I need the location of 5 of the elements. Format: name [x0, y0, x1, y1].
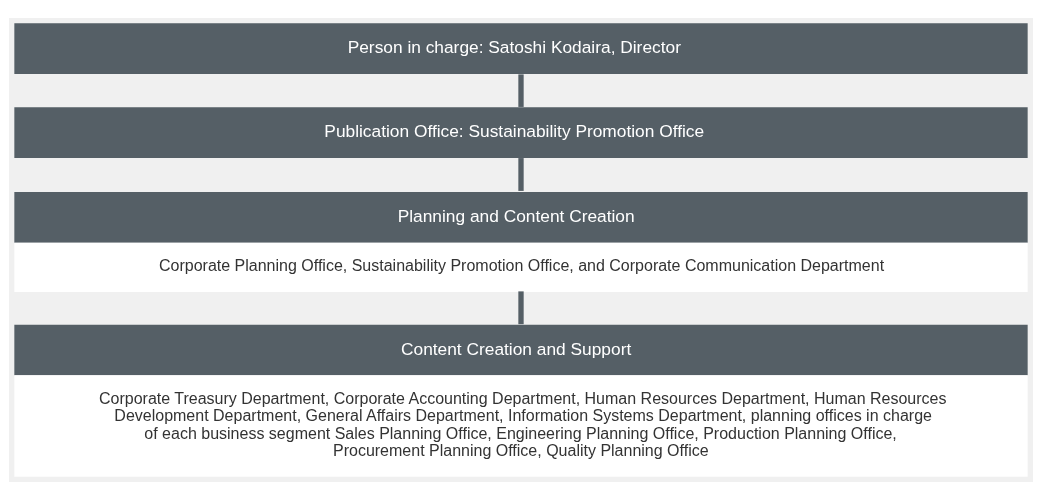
connector: [518, 158, 524, 191]
connector: [518, 74, 524, 107]
connector: [518, 291, 524, 325]
node-box: Person in charge: Satoshi Kodaira, Director: [14, 23, 1028, 74]
node-box: Publication Office: Sustainability Promotion Office: [14, 107, 1028, 158]
